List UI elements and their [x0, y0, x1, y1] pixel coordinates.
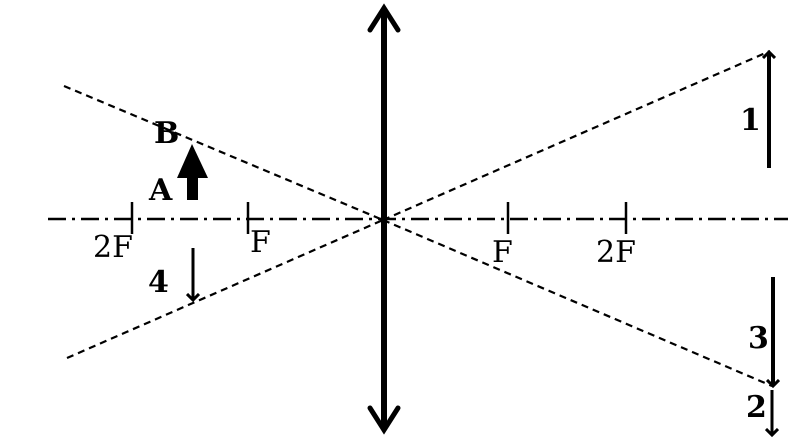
label-1: 1 — [740, 103, 761, 138]
label-right-f: F — [492, 235, 513, 270]
label-2: 2 — [746, 390, 767, 425]
label-left-f: F — [250, 225, 271, 260]
ray-lower-left — [66, 218, 384, 360]
converging-lens — [367, 3, 401, 435]
label-right-2f: 2F — [596, 235, 636, 270]
label-4: 4 — [148, 265, 169, 300]
ray-upper-right — [382, 49, 771, 222]
label-3: 3 — [748, 321, 769, 356]
label-a: A — [148, 173, 173, 208]
object-arrow — [177, 144, 208, 200]
ray-lower-right — [382, 218, 773, 388]
label-left-2f: 2F — [93, 230, 133, 265]
ray-upper-left — [63, 84, 384, 222]
label-b: B — [154, 116, 179, 151]
